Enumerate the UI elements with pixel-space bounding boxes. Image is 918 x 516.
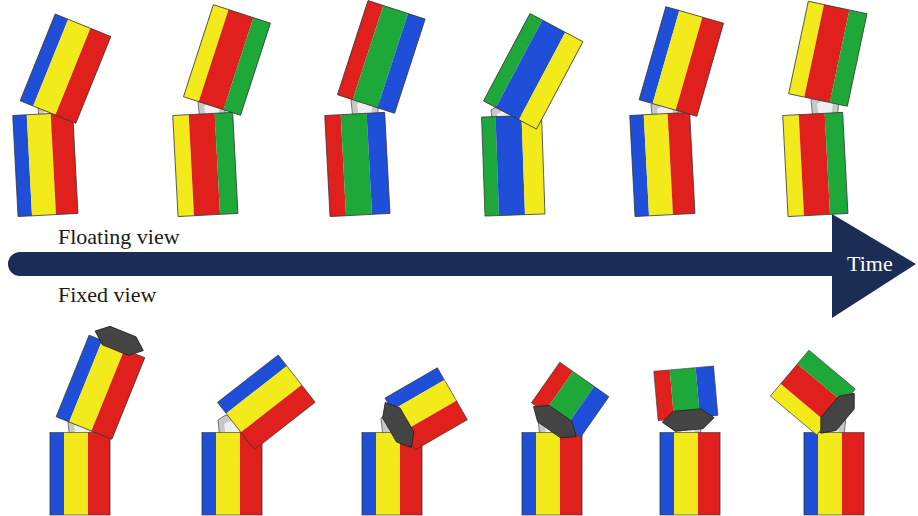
view-label: Floating view [58,224,180,250]
view-label: Fixed view [58,282,156,308]
axis-label: Time [847,251,893,277]
